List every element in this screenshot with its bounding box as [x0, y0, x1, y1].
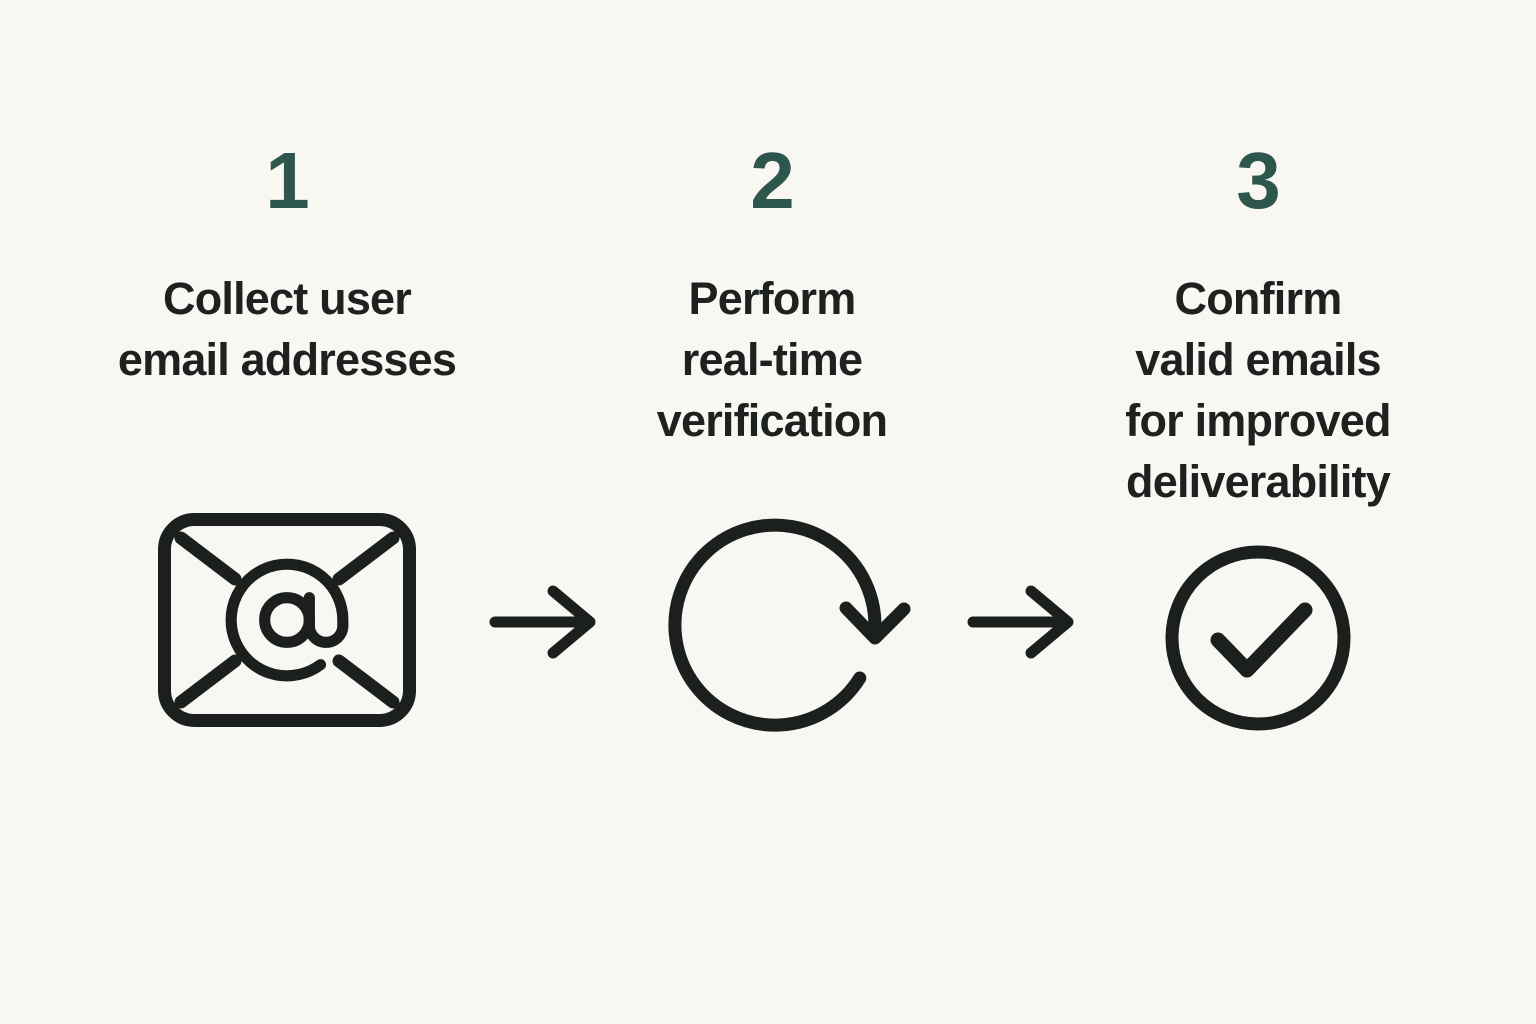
step-3: 3 Confirm valid emails for improved deli… — [1061, 0, 1455, 1024]
email-envelope-at-icon — [156, 511, 418, 729]
refresh-cycle-icon — [667, 517, 917, 733]
right-arrow-icon — [965, 583, 1083, 661]
step-2-title: Perform real-time verification — [656, 273, 888, 446]
step-3-title: Confirm valid emails for improved delive… — [1125, 273, 1391, 507]
step-3-number: 3 — [1236, 136, 1281, 225]
step-1-number: 1 — [265, 136, 310, 225]
step-2: 2 Perform real-time verification — [575, 0, 969, 1024]
step-2-number: 2 — [750, 136, 795, 225]
step-1-title: Collect user email addresses — [117, 273, 457, 385]
right-arrow-icon — [487, 583, 605, 661]
step-1: 1 Collect user email addresses — [90, 0, 484, 1024]
check-circle-icon — [1163, 543, 1353, 733]
